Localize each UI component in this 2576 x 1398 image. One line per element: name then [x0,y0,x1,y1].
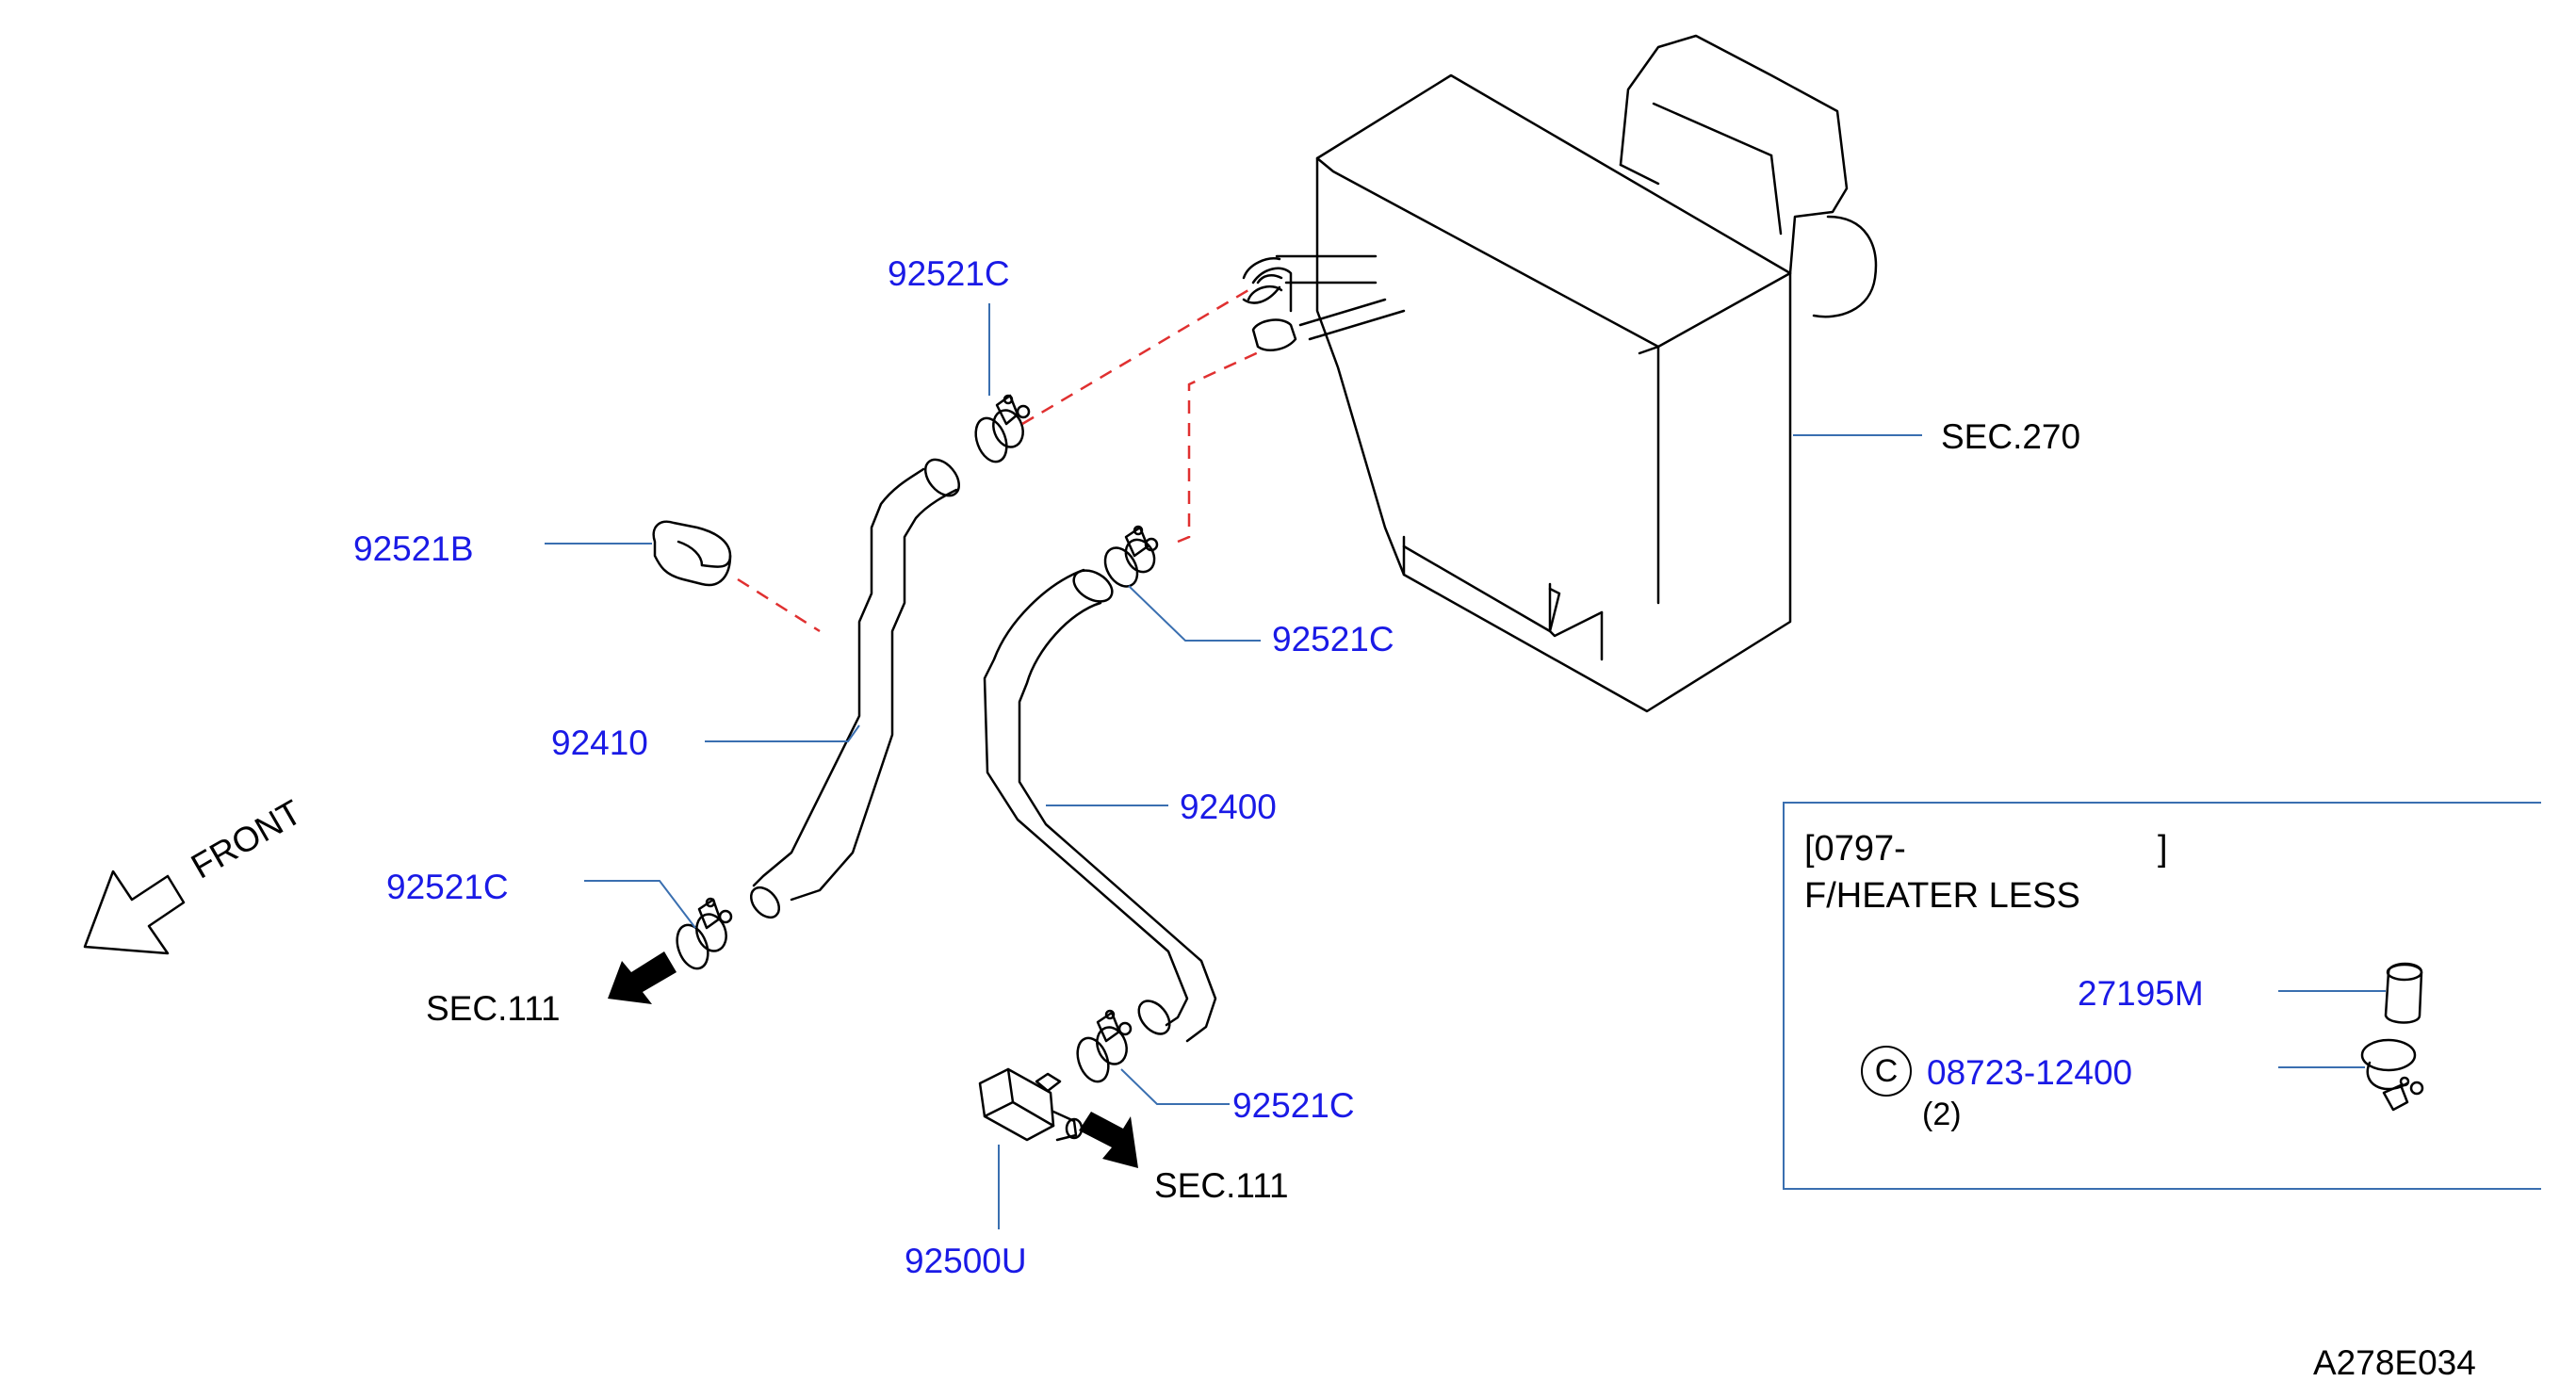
label-92521c-mid: 92521C [1272,620,1394,658]
legend-date-close: ] [2158,829,2168,869]
valve-92500u [978,1067,1084,1142]
flow-arrow-right-icon [1079,1112,1138,1168]
legend-part-08723: 08723-12400 [1927,1053,2133,1092]
label-sec111-right: SEC.111 [1154,1166,1289,1205]
hose-92410 [749,458,960,919]
label-92521c-top: 92521C [888,254,1010,293]
label-92500u: 92500U [905,1242,1027,1280]
flow-arrow-left-icon [608,951,677,1004]
label-92521b: 92521B [353,529,474,568]
clamp-mid [1103,525,1159,588]
circle-c-mark: C [1861,1046,1912,1097]
legend-part-qty: (2) [1922,1097,1962,1132]
hose-92400 [983,568,1217,1043]
heater-unit [1242,34,1878,713]
front-arrow-icon [83,870,186,955]
clamp-left [676,897,733,970]
cap-92521b [652,520,732,587]
label-92410: 92410 [551,723,648,762]
label-92521c-low: 92521C [1232,1086,1355,1125]
legend-date-open: [0797- [1804,829,1906,869]
legend-part-27195m: 27195M [2078,974,2204,1013]
clamp-top [974,394,1031,463]
label-sec111-left: SEC.111 [426,989,561,1028]
label-sec270: SEC.270 [1941,417,2081,456]
label-92521c-left: 92521C [386,868,509,906]
legend-box [1783,802,2541,1190]
clamp-low [1076,1009,1133,1083]
cap-27195m [2384,962,2423,1024]
label-92400: 92400 [1180,788,1277,826]
diagram-code: A278E034 [2313,1343,2476,1382]
clamp-08723 [2360,1038,2424,1112]
legend-condition: F/HEATER LESS [1804,876,2080,916]
